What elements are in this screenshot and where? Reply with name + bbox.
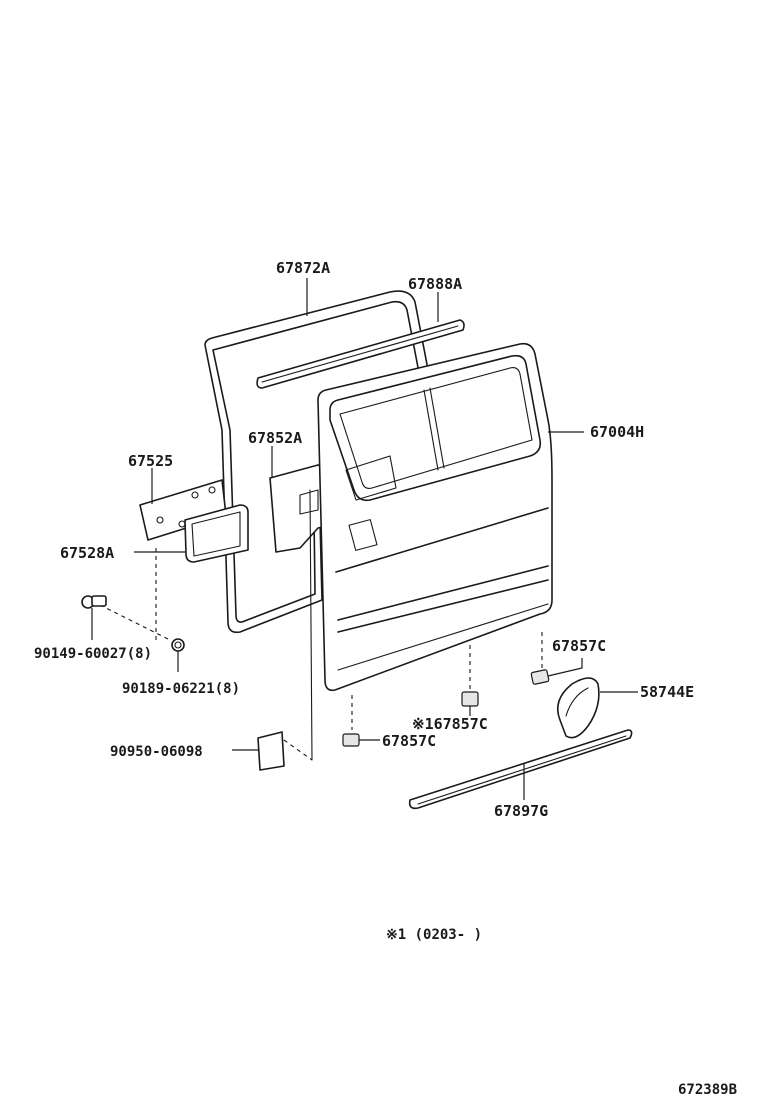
clip-67857C-1[interactable] <box>530 669 550 685</box>
clip-67857C-3[interactable] <box>342 733 360 747</box>
label-67897G: 67897G <box>494 802 548 820</box>
label-67525: 67525 <box>128 452 173 470</box>
label-67872A: 67872A <box>276 259 330 277</box>
label-90149-60027: 90149-60027(8) <box>34 646 152 662</box>
label-67857C-3: 67857C <box>382 732 436 750</box>
gasket-67528A[interactable] <box>184 504 249 563</box>
label-90950-06098: 90950-06098 <box>110 744 203 760</box>
label-58744E: 58744E <box>640 683 694 701</box>
bolt-90149-60027[interactable] <box>81 595 107 609</box>
label-67888A: 67888A <box>408 275 462 293</box>
label-90189-06221: 90189-06221(8) <box>122 681 240 697</box>
moulding-67897G[interactable] <box>408 729 633 810</box>
guide-line <box>99 604 171 641</box>
label-67528A: 67528A <box>60 544 114 562</box>
nut-90189-06221[interactable] <box>171 638 185 652</box>
patch-90950-06098[interactable] <box>257 731 285 771</box>
bracket-58744E[interactable] <box>556 677 600 739</box>
clip-67857C-2[interactable] <box>461 691 479 707</box>
guide-line <box>283 739 313 761</box>
diagram-code: 672389B <box>678 1082 737 1098</box>
label-67852A: 67852A <box>248 429 302 447</box>
label-67857C-2: ※167857C <box>412 715 488 733</box>
leader-67857C-1 <box>547 658 583 677</box>
footnote: ※1 (0203- ) <box>386 927 482 943</box>
door-panel-67004H[interactable] <box>317 342 553 692</box>
label-67857C-1: 67857C <box>552 637 606 655</box>
door-edge-line <box>309 489 313 761</box>
belt-moulding-67888A[interactable] <box>256 319 465 389</box>
label-67004H: 67004H <box>590 423 644 441</box>
